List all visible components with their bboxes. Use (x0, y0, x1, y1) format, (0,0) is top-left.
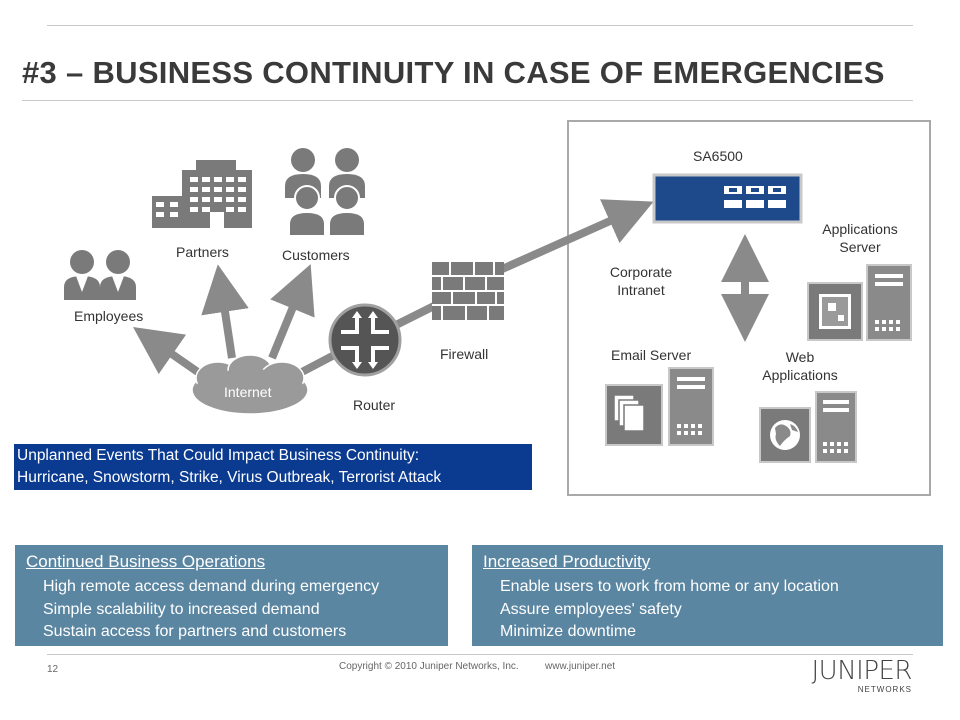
logo-wordmark: JUNIPER (811, 656, 913, 686)
label-sa6500: SA6500 (693, 148, 743, 164)
logo-subtext: NETWORKS (857, 685, 912, 694)
list-item: Simple scalability to increased demand (43, 600, 320, 618)
label-partners: Partners (176, 244, 229, 260)
employees-people-icon (64, 250, 136, 300)
increased-productivity-title: Increased Productivity (483, 552, 651, 571)
label-employees: Employees (74, 308, 144, 324)
link-router-firewall (390, 301, 438, 331)
label-router: Router (353, 397, 396, 413)
list-item: Assure employees' safety (500, 600, 682, 618)
increased-productivity-box: Increased Productivity Enable users to w… (472, 545, 943, 646)
banner-line-1: Unplanned Events That Could Impact Busin… (17, 447, 420, 464)
juniper-logo: JUNIPER NETWORKS (792, 656, 913, 697)
footer-rule (47, 654, 913, 655)
list-item: Sustain access for partners and customer… (43, 623, 347, 640)
applications-server-icon (807, 264, 912, 341)
label-customers: Customers (282, 247, 350, 263)
arrow-to-customers (268, 264, 315, 360)
footer-url: www.juniper.net (545, 661, 616, 672)
sa6500-device-icon (652, 173, 803, 224)
label-web-applications: Web Applications (762, 349, 838, 383)
label-internet: Internet (224, 384, 272, 400)
arrow-to-partners (201, 264, 249, 359)
customers-people-icon (285, 148, 366, 237)
list-item: High remote access demand during emergen… (43, 578, 380, 595)
banner-line-2: Hurricane, Snowstorm, Strike, Virus Outb… (17, 469, 442, 486)
building-icon (152, 160, 252, 228)
unplanned-events-banner: Unplanned Events That Could Impact Busin… (14, 444, 532, 490)
label-firewall: Firewall (440, 346, 489, 362)
arrow-to-sa6500 (498, 199, 654, 274)
web-applications-server-icon (759, 391, 857, 463)
email-server-icon (605, 367, 714, 446)
continued-operations-title: Continued Business Operations (26, 552, 266, 571)
continued-operations-list: High remote access demand during emergen… (43, 576, 379, 644)
label-corporate-intranet: Corporate Intranet (609, 264, 673, 298)
list-item: Minimize downtime (500, 623, 637, 640)
page-title: #3 – BUSINESS CONTINUITY IN CASE OF EMER… (22, 55, 885, 90)
title-underline (22, 100, 913, 101)
label-applications-server: Applications Server (822, 221, 898, 255)
router-icon (328, 303, 402, 377)
page-number: 12 (47, 664, 59, 675)
continued-operations-box: Continued Business Operations High remot… (15, 545, 448, 646)
arrow-to-employees (132, 327, 208, 381)
copyright-text: Copyright © 2010 Juniper Networks, Inc. (339, 661, 519, 672)
label-email-server: Email Server (611, 347, 692, 363)
firewall-icon (432, 262, 504, 320)
list-item: Enable users to work from home or any lo… (500, 578, 839, 595)
top-rule (47, 25, 913, 26)
increased-productivity-list: Enable users to work from home or any lo… (500, 576, 839, 644)
